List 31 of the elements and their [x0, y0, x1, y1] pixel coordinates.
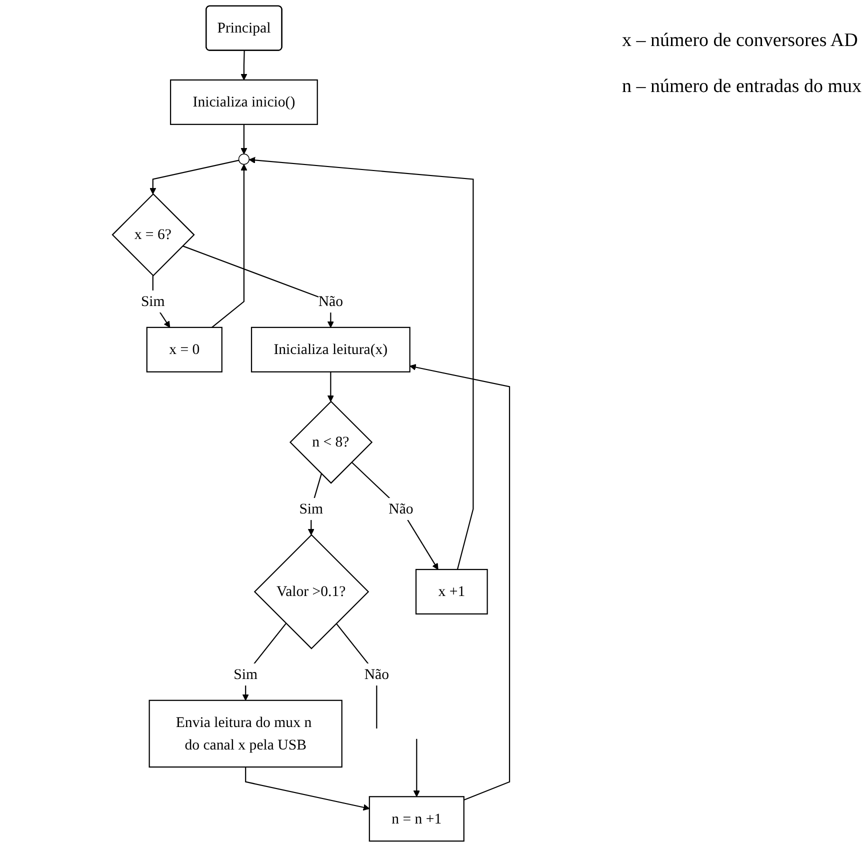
arrow — [242, 623, 286, 701]
edge-label: Não — [388, 500, 414, 518]
edge-label: Sim — [299, 500, 324, 518]
node-box: Inicializa inicio() — [170, 79, 318, 125]
note-text: x – número de conversores AD — [622, 30, 859, 52]
node-box: n = n +1 — [368, 796, 464, 842]
arrow — [212, 164, 248, 328]
node-box: Inicializa leitura(x) — [250, 326, 410, 372]
arrow — [413, 738, 420, 797]
node-box: Envia leitura do mux n do canal x pela USB — [148, 700, 342, 768]
node-diamond: n < 8? — [289, 400, 373, 484]
node-box: x +1 — [415, 568, 488, 614]
arrow — [351, 462, 438, 570]
node-diamond: x = 6? — [112, 193, 195, 276]
edge-label: Não — [318, 293, 344, 310]
arrow — [240, 50, 248, 80]
arrow — [327, 372, 334, 402]
arrow — [150, 160, 240, 194]
arrow — [248, 156, 474, 570]
edge-label: Sim — [234, 666, 258, 683]
arrow — [240, 124, 248, 154]
node-box: x = 0 — [146, 326, 222, 372]
edge-label: Sim — [140, 293, 165, 310]
edge-label: Não — [364, 666, 390, 683]
node-diamond: Valor >0.1? — [254, 534, 370, 650]
arrow — [410, 364, 510, 801]
arrow — [245, 767, 370, 811]
arrow — [308, 474, 322, 536]
note-text: n – número de entradas do mux — [622, 76, 862, 98]
arrow — [152, 276, 170, 328]
node-circle — [238, 154, 250, 165]
